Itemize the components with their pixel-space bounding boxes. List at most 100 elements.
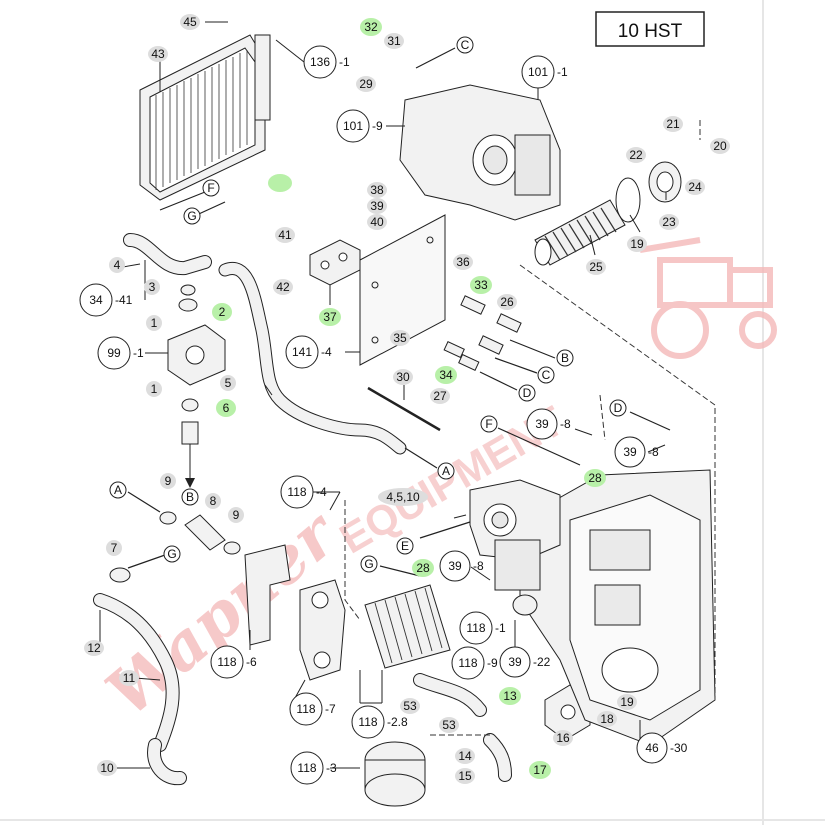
label-29: 29 xyxy=(359,77,373,91)
ref-118-3: 118-3 xyxy=(290,751,337,785)
svg-text:118: 118 xyxy=(217,655,236,669)
svg-text:-8: -8 xyxy=(648,445,659,459)
svg-text:101: 101 xyxy=(528,65,548,79)
svg-text:A: A xyxy=(442,464,450,478)
svg-text:-8: -8 xyxy=(473,559,484,573)
label-37: 37 xyxy=(323,310,337,324)
ref-39-22: 39-22 xyxy=(499,646,551,678)
transmission-housing-101 xyxy=(399,84,561,221)
hose-4 xyxy=(123,233,212,275)
arrows xyxy=(127,47,671,577)
tube-8 xyxy=(159,511,241,555)
label-25: 25 xyxy=(589,260,603,274)
rod-30 xyxy=(367,386,441,432)
svg-text:141: 141 xyxy=(292,345,312,359)
svg-text:118: 118 xyxy=(466,621,485,635)
label-15: 15 xyxy=(458,769,472,783)
svg-text:-6: -6 xyxy=(246,655,257,669)
svg-text:A: A xyxy=(114,483,122,497)
label-36: 36 xyxy=(456,255,470,269)
label-34: 34 xyxy=(439,368,453,382)
dashed-leaders xyxy=(344,120,716,736)
svg-text:-22: -22 xyxy=(533,655,551,669)
ref-136-1: 136-1 xyxy=(303,45,350,79)
svg-text:118: 118 xyxy=(287,485,306,499)
ref-118-2-8: 118-2.8 xyxy=(351,705,408,739)
ref-34-41: 34-41 xyxy=(79,283,133,317)
svg-text:-4: -4 xyxy=(321,345,332,359)
svg-text:39: 39 xyxy=(535,417,549,431)
label-38: 38 xyxy=(370,183,384,197)
ref-118-6: 118 -6 xyxy=(210,645,257,679)
label-24: 24 xyxy=(688,180,702,194)
svg-text:-4: -4 xyxy=(316,485,327,499)
valve-block-37 xyxy=(309,239,361,286)
svg-text:-1: -1 xyxy=(133,346,144,360)
ref-46-30: 46-30 xyxy=(636,732,688,764)
number-bubbles xyxy=(84,14,730,784)
ref-141-4: 141 -4 xyxy=(285,335,332,369)
label-2: 2 xyxy=(219,305,226,319)
svg-text:B: B xyxy=(561,351,569,365)
label-12: 12 xyxy=(87,641,101,655)
connector-c-top: C xyxy=(456,36,474,54)
fittings-group xyxy=(443,295,522,371)
label-33: 33 xyxy=(474,278,488,292)
label-13: 13 xyxy=(503,689,517,703)
label-53a: 53 xyxy=(403,699,417,713)
svg-text:99: 99 xyxy=(107,346,121,360)
label-40: 40 xyxy=(370,215,384,229)
svg-text:E: E xyxy=(401,539,409,553)
ref-101-9: 101-9 xyxy=(336,109,383,143)
svg-text:118: 118 xyxy=(296,702,315,716)
cover-23 xyxy=(615,161,682,223)
svg-text:10 HST: 10 HST xyxy=(618,21,683,42)
connector-e-1: E xyxy=(396,537,414,555)
svg-text:G: G xyxy=(167,547,176,561)
fitting-6 xyxy=(181,398,199,488)
label-3: 3 xyxy=(149,280,156,294)
svg-text:-9: -9 xyxy=(372,119,383,133)
svg-text:-30: -30 xyxy=(670,741,688,755)
label-32: 32 xyxy=(364,20,378,34)
connector-a-2: A xyxy=(109,481,127,499)
valve-118-7 xyxy=(299,579,346,681)
connector-b-2: B xyxy=(181,488,199,506)
svg-text:34: 34 xyxy=(89,293,103,307)
hose-5 xyxy=(218,262,407,455)
ref-99-1: 99 -1 xyxy=(97,336,144,370)
label-31: 31 xyxy=(387,34,401,48)
filter-118-1 xyxy=(364,584,451,669)
svg-text:D: D xyxy=(614,401,623,415)
connector-d-1: D xyxy=(518,384,536,402)
connector-g-2: G xyxy=(360,555,378,573)
svg-text:39: 39 xyxy=(448,559,462,573)
label-5: 5 xyxy=(225,376,232,390)
connector-letters: C B C D E F G G A B A D F G xyxy=(109,36,627,573)
label-30: 30 xyxy=(396,370,410,384)
label-7: 7 xyxy=(111,541,118,555)
connector-f-1: F xyxy=(202,179,220,197)
ref-118-1: 118-1 xyxy=(459,611,506,645)
main-housing-46 xyxy=(519,469,716,746)
filter-25 xyxy=(534,199,626,266)
label-10: 10 xyxy=(100,761,114,775)
svg-text:-8: -8 xyxy=(560,417,571,431)
label-19b: 19 xyxy=(620,695,634,709)
label-23: 23 xyxy=(662,215,676,229)
filter-118-3 xyxy=(364,741,426,807)
connector-g-1: G xyxy=(183,207,201,225)
connector-c-1: C xyxy=(537,366,555,384)
svg-text:-1: -1 xyxy=(557,65,568,79)
hose-13 xyxy=(413,673,512,782)
pump-4-5-10 xyxy=(469,479,561,616)
svg-text:G: G xyxy=(364,557,373,571)
label-35: 35 xyxy=(393,331,407,345)
label-43: 43 xyxy=(151,47,165,61)
connector-e-2: G xyxy=(163,545,181,563)
part-labels: 45 43 32 31 29 21 20 22 24 23 19 25 38 3… xyxy=(87,15,727,783)
label-11: 11 xyxy=(123,671,136,685)
svg-text:118: 118 xyxy=(458,656,477,670)
label-8: 8 xyxy=(210,494,217,508)
